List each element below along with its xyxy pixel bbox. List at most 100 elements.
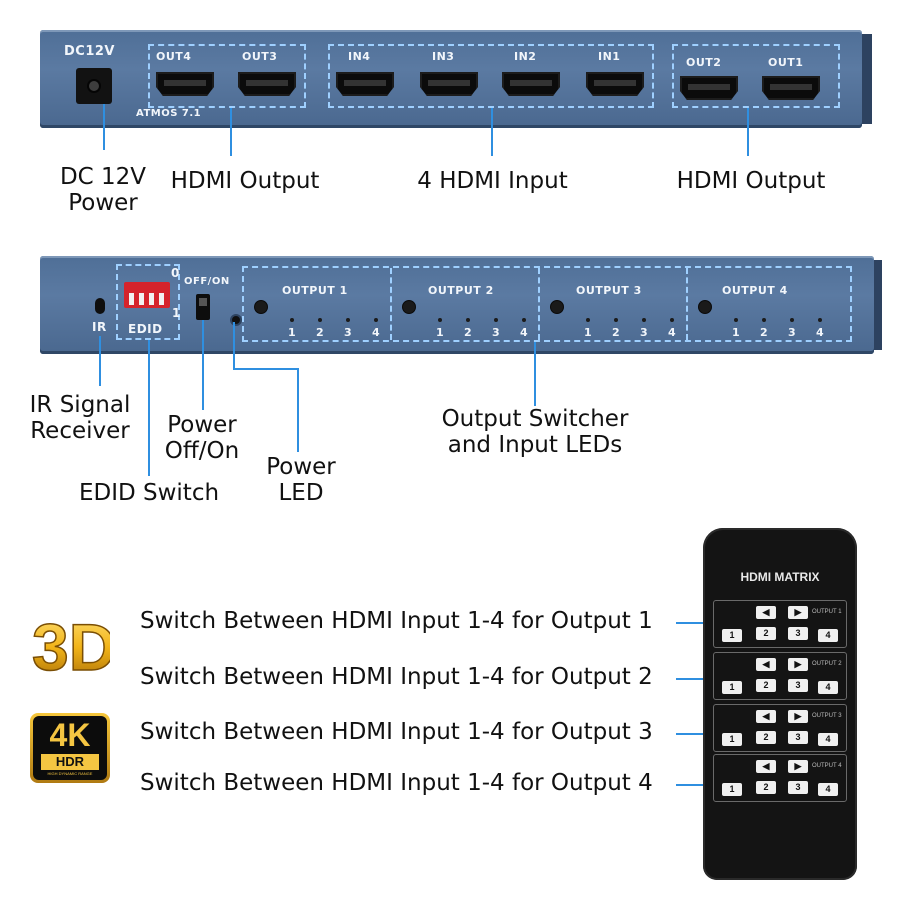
power-led [230, 314, 242, 326]
in2-label: IN2 [514, 50, 537, 63]
remote-output-4-next-button[interactable]: ▶ [788, 760, 808, 773]
callout-output-switcher: Output Switcher and Input LEDs [441, 406, 629, 458]
ir-label: IR [92, 320, 107, 334]
remote-output-2-prev-button[interactable]: ◀ [756, 658, 776, 671]
callout-line-power-led-v2 [297, 368, 299, 452]
input-group [328, 44, 654, 108]
remote-output-3-label: OUTPUT 3 [812, 713, 842, 719]
hdr-badge-text: HDR [41, 754, 99, 770]
remote-output-2-key-2[interactable]: 2 [756, 679, 776, 692]
remote-output-4-key-3[interactable]: 3 [788, 781, 808, 794]
hdmi-port-out2 [680, 76, 738, 100]
output-2-led-4: 4 [520, 326, 529, 339]
in4-label: IN4 [348, 50, 371, 63]
output-3-led-2: 2 [612, 326, 621, 339]
output-4-led-dot-2 [762, 318, 766, 322]
remote-output-2-key-1[interactable]: 1 [722, 681, 742, 694]
remote-output-1-key-2[interactable]: 2 [756, 627, 776, 640]
output-2-led-1: 1 [436, 326, 445, 339]
output-3-led-dot-2 [614, 318, 618, 322]
edid-label: EDID [128, 322, 163, 336]
output-1-led-2: 2 [316, 326, 325, 339]
3d-badge-text: 3D [32, 610, 110, 684]
ir-remote-control: HDMI MATRIX ◀ ▶ OUTPUT 1 1 2 3 4 ◀ ▶ OUT… [703, 528, 857, 880]
output-1-led-dot-4 [374, 318, 378, 322]
dc-power-jack [76, 68, 112, 104]
hdmi-port-in4 [336, 72, 394, 96]
callout-line-power-switch [202, 320, 204, 410]
callout-line-ir [99, 336, 101, 386]
remote-output-1-key-4[interactable]: 4 [818, 629, 838, 642]
remote-output-3-key-2[interactable]: 2 [756, 731, 776, 744]
callout-dc-power: DC 12V Power [59, 164, 147, 216]
output-1-switch-button[interactable] [254, 300, 268, 314]
output-4-led-2: 2 [760, 326, 769, 339]
callout-line-in [491, 108, 493, 156]
output-1-led-dot-2 [318, 318, 322, 322]
remote-group-output-2: ◀ ▶ OUTPUT 2 1 2 3 4 [713, 652, 847, 700]
remote-output-4-prev-button[interactable]: ◀ [756, 760, 776, 773]
remote-output-3-next-button[interactable]: ▶ [788, 710, 808, 723]
row-line-output-3 [676, 733, 718, 735]
power-switch[interactable] [196, 294, 210, 320]
remote-output-1-prev-button[interactable]: ◀ [756, 606, 776, 619]
callout-line-output-switcher [534, 342, 536, 406]
output-3-label: OUTPUT 3 [576, 284, 642, 297]
in1-label: IN1 [598, 50, 621, 63]
callout-line-dc [103, 104, 105, 150]
callout-line-out-right [747, 108, 749, 156]
output-4-led-dot-4 [818, 318, 822, 322]
remote-output-3-key-3[interactable]: 3 [788, 731, 808, 744]
output-1-led-1: 1 [288, 326, 297, 339]
remote-output-1-key-1[interactable]: 1 [722, 629, 742, 642]
output-divider-1 [390, 268, 392, 340]
front-panel-edge [874, 260, 882, 350]
output-3-led-3: 3 [640, 326, 649, 339]
callout-hdmi-input: 4 HDMI Input [417, 168, 568, 194]
output-4-led-3: 3 [788, 326, 797, 339]
output-divider-3 [686, 268, 688, 340]
remote-output-2-label: OUTPUT 2 [812, 661, 842, 667]
output-2-label: OUTPUT 2 [428, 284, 494, 297]
dc-label: DC12V [64, 44, 115, 59]
remote-output-4-label: OUTPUT 4 [812, 763, 842, 769]
callout-hdmi-output-left: HDMI Output [170, 168, 320, 194]
callout-hdmi-output-right: HDMI Output [676, 168, 826, 194]
remote-output-2-key-3[interactable]: 3 [788, 679, 808, 692]
output-3-led-4: 4 [668, 326, 677, 339]
output-1-led-dot-1 [290, 318, 294, 322]
dip-label-0: 0 [171, 266, 180, 280]
edid-group [116, 264, 180, 340]
remote-output-1-next-button[interactable]: ▶ [788, 606, 808, 619]
output-3-led-1: 1 [584, 326, 593, 339]
output-2-led-dot-1 [438, 318, 442, 322]
callout-line-edid [148, 340, 150, 476]
output-1-led-dot-3 [346, 318, 350, 322]
output-3-switch-button[interactable] [550, 300, 564, 314]
edid-dip-switch[interactable] [124, 282, 170, 308]
remote-output-1-key-3[interactable]: 3 [788, 627, 808, 640]
ir-receiver [95, 298, 105, 314]
out3-label: OUT3 [242, 50, 278, 63]
output-1-label: OUTPUT 1 [282, 284, 348, 297]
hdr-badge-subtext: HIGH DYNAMIC RANGE [47, 771, 93, 776]
output-4-switch-button[interactable] [698, 300, 712, 314]
in3-label: IN3 [432, 50, 455, 63]
remote-output-4-key-1[interactable]: 1 [722, 783, 742, 796]
remote-output-4-key-4[interactable]: 4 [818, 783, 838, 796]
callout-line-out-left [230, 108, 232, 156]
remote-output-3-key-1[interactable]: 1 [722, 733, 742, 746]
rear-panel-edge [862, 34, 872, 124]
output-4-label: OUTPUT 4 [722, 284, 788, 297]
output-3-led-dot-1 [586, 318, 590, 322]
remote-output-1-label: OUTPUT 1 [812, 609, 842, 615]
out1-label: OUT1 [768, 56, 804, 69]
remote-output-2-next-button[interactable]: ▶ [788, 658, 808, 671]
remote-output-2-key-4[interactable]: 4 [818, 681, 838, 694]
output-2-switch-button[interactable] [402, 300, 416, 314]
4k-hdr-badge-icon: 4K HDR HIGH DYNAMIC RANGE [30, 713, 110, 783]
remote-output-3-prev-button[interactable]: ◀ [756, 710, 776, 723]
output-4-led-1: 1 [732, 326, 741, 339]
remote-output-4-key-2[interactable]: 2 [756, 781, 776, 794]
remote-output-3-key-4[interactable]: 4 [818, 733, 838, 746]
